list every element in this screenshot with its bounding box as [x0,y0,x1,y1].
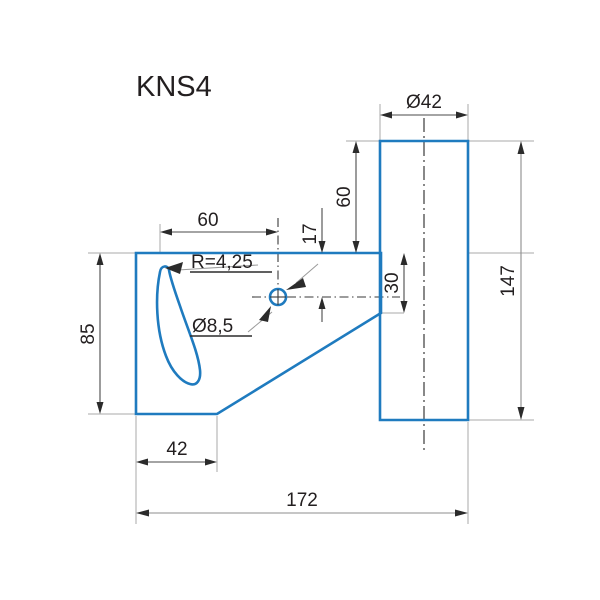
dim-60-right-label: 60 [334,186,355,207]
vertical-tube-outline [378,139,470,422]
note-hole-arrow2 [286,278,306,290]
page-title: KNS4 [136,71,212,103]
dim-42-label: Ø42 [406,92,442,113]
dim-42b-label: 42 [166,439,187,460]
dim-60-top-arrow-left [160,228,172,236]
note-radius-label: R=4,25 [191,252,253,273]
dim-42-arrow-left [380,111,392,119]
dim-42b-arrow-left [136,458,148,466]
dimension-diameter-42: Ø42 [380,92,468,119]
curved-slot-outline [155,265,202,386]
bracket-plate-outline [134,251,383,416]
dimension-height-30: 30 [382,253,408,313]
dim-147-label: 147 [498,265,519,297]
dim-60-top-arrow-right [266,228,278,236]
dim-85-arrow-top [96,253,104,265]
dim-42b-arrow-right [205,458,217,466]
dim-30-arrow-top [400,253,408,265]
note-hole-diameter: Ø8,5 [190,263,319,337]
note-radius-leader [177,264,259,271]
dim-42-arrow-right [456,111,468,119]
dimension-height-60-right: 60 [334,141,360,253]
dim-172-arrow-left [136,509,149,517]
note-hole-arrow [259,306,271,322]
dim-60-right-arrow-top [352,141,360,153]
dim-17-arrow-bottom [318,297,326,309]
dimension-height-17: 17 [300,208,326,322]
dim-147-arrow-top [517,141,525,154]
dimension-height-85-left: 85 [78,253,104,414]
dimension-width-60-top: 60 [160,210,278,236]
note-radius-arrow [165,262,183,274]
dim-172-arrow-right [455,509,468,517]
dim-17-label: 17 [300,223,321,244]
dim-30-arrow-bottom [400,301,408,313]
dim-60-top-label: 60 [197,210,218,231]
dim-172-label: 172 [286,490,318,511]
dim-85-arrow-bottom [96,402,104,414]
dim-30-label: 30 [382,272,403,293]
dimension-height-147: 147 [498,141,525,420]
note-hole-leader2 [295,263,319,284]
dim-85-label: 85 [78,323,99,344]
dim-147-arrow-bottom [517,407,525,420]
part-geometry [134,139,470,422]
dim-17-arrow-top [318,241,326,253]
note-hole-label: Ø8,5 [192,316,233,337]
dimension-width-172-bottom: 172 [136,490,468,517]
dim-60-right-arrow-bottom [352,241,360,253]
dimension-width-42-bottom: 42 [136,439,217,466]
note-slot-radius: R=4,25 [165,252,272,274]
